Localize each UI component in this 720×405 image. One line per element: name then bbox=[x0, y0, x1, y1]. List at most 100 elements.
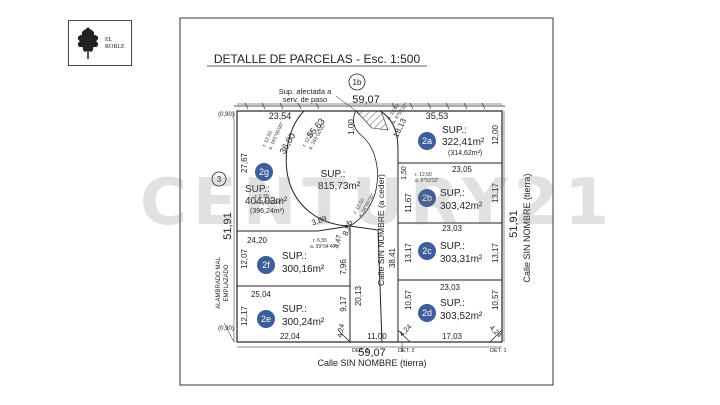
dim-right-total: 51,91 bbox=[508, 210, 520, 238]
lot-sup-label: SUP.: bbox=[245, 184, 270, 195]
dim-bottom-total: 59,07 bbox=[358, 347, 386, 359]
lot-id: 2e bbox=[261, 314, 271, 324]
dim-2504: 25,04 bbox=[251, 290, 272, 299]
street-right: Calle SIN NOMBRE (tierra) bbox=[522, 173, 532, 282]
dim-2305: 23,05 bbox=[452, 165, 473, 174]
lot-2e: 2e SUP.: 300,24m² bbox=[257, 304, 325, 328]
lot-badge bbox=[257, 256, 275, 274]
dim-3553: 35,53 bbox=[426, 111, 449, 121]
dim-1317-b: 13,17 bbox=[404, 242, 413, 263]
curve-note-9: r. 6,55 bbox=[255, 194, 269, 200]
lot-area: 404,03m² bbox=[245, 196, 288, 207]
note-wire-1: ALAMBRADO MAL bbox=[216, 257, 222, 309]
dim-917: 9,17 bbox=[339, 296, 348, 312]
lot-badge bbox=[418, 132, 436, 150]
dim-150: 1,50 bbox=[401, 166, 408, 180]
neighbor-label-top: 1b bbox=[353, 78, 362, 87]
dim-1207: 12,07 bbox=[240, 248, 249, 269]
lot-id: 2f bbox=[262, 260, 270, 270]
dim-796: 7,96 bbox=[339, 259, 348, 275]
detail-2: DET. 2 bbox=[398, 348, 415, 354]
logo-text: EL ROBLE bbox=[105, 37, 125, 50]
dim-2354: 23,54 bbox=[269, 111, 292, 121]
dim-2420: 24,20 bbox=[247, 236, 268, 245]
lot-area: 303,31m² bbox=[440, 254, 483, 265]
detail-1: DET. 1 bbox=[490, 348, 507, 354]
chamfer-det1 bbox=[489, 329, 503, 343]
dim-100: 1,00 bbox=[347, 119, 356, 135]
dim-090-bottom: (0,90) bbox=[218, 326, 234, 332]
dim-1200: 12,00 bbox=[491, 124, 500, 145]
dim-424-b: 4,24 bbox=[399, 324, 414, 339]
dim-1057-b: 10,57 bbox=[491, 289, 500, 310]
curve-note-11: r. 6,55 bbox=[313, 238, 327, 244]
lot-2a: 2a SUP.: 322,41m² (314,62m²) bbox=[418, 125, 485, 157]
sheet-frame bbox=[179, 17, 554, 386]
street-inner: Calle SIN NOMBRE (a ceder) bbox=[376, 174, 386, 286]
lot-sup-label: SUP.: bbox=[440, 241, 465, 252]
plan-title: DETALLE DE PARCELAS - Esc. 1:500 bbox=[214, 52, 421, 66]
affected-area-hatch bbox=[355, 110, 389, 131]
lot-badge bbox=[255, 163, 273, 181]
neighbor-circle-top bbox=[348, 73, 366, 91]
dim-2303: 23,03 bbox=[442, 224, 463, 233]
lot-sup-label: SUP.: bbox=[442, 125, 467, 136]
chamfer-det2 bbox=[397, 329, 411, 343]
dim-1217: 12,17 bbox=[240, 305, 249, 326]
lot-2f: 2f SUP.: 300,16m² bbox=[257, 251, 325, 275]
dim-1317-c: 13,17 bbox=[491, 242, 500, 263]
dim-1167: 11,67 bbox=[404, 193, 413, 213]
lot-badge bbox=[418, 304, 436, 322]
wire-misplaced-line bbox=[223, 322, 235, 343]
curve-note-8: a. 6°53'32" bbox=[415, 178, 439, 184]
lot-2g: 2g SUP.: 404,03m² (396,24m²) bbox=[245, 163, 288, 215]
dim-3600: 36,00 bbox=[277, 131, 297, 156]
lot-sup-label: SUP.: bbox=[440, 188, 465, 199]
lot-id: 2g bbox=[259, 167, 269, 177]
oak-leaf-icon bbox=[77, 27, 99, 59]
dim-left-total: 51,91 bbox=[222, 212, 234, 240]
curve-note-10: a. 34°05'24" bbox=[255, 200, 282, 206]
central-curve-inner bbox=[349, 110, 378, 227]
dim-2767: 27,67 bbox=[240, 152, 249, 173]
dim-2303-b: 23,03 bbox=[440, 283, 461, 292]
note-affected-1: Sup. afectada a bbox=[279, 87, 332, 96]
logo-box: EL ROBLE bbox=[68, 20, 132, 66]
lot-2c: 2c SUP.: 303,31m² bbox=[418, 241, 483, 265]
lot-badge bbox=[418, 242, 436, 260]
curve-note-12: a. 39°04'46" bbox=[310, 244, 337, 250]
dim-1703: 17,03 bbox=[442, 332, 463, 341]
dim-1317-a: 13,17 bbox=[491, 182, 500, 203]
dim-1100: 11,00 bbox=[367, 332, 387, 341]
lot-area: 322,41m² bbox=[442, 137, 485, 148]
lot-sup-label: SUP.: bbox=[282, 251, 307, 262]
dim-2013: 20,13 bbox=[354, 285, 363, 306]
lot-area-secondary: (396,24m²) bbox=[250, 208, 284, 215]
lot-area: 303,42m² bbox=[440, 201, 483, 212]
neighbor-circle-left bbox=[211, 171, 227, 187]
dim-top-total: 59,07 bbox=[352, 94, 380, 106]
central-area-label: SUP.: bbox=[321, 169, 346, 180]
note-wire-2: EMPLAZADO bbox=[224, 264, 230, 301]
detail-3: DET. 3 bbox=[352, 348, 369, 354]
dim-3841: 38,41 bbox=[388, 247, 397, 268]
lot-id: 2b bbox=[422, 193, 432, 203]
lot-2b: 2b SUP.: 303,42m² bbox=[418, 188, 483, 212]
lot-area-secondary: (314,62m²) bbox=[448, 150, 482, 157]
neighbor-label-left: 3 bbox=[217, 175, 222, 184]
lot-id: 2a bbox=[422, 136, 432, 146]
lot-badge bbox=[418, 189, 436, 207]
central-area-value: 815,73m² bbox=[318, 181, 361, 192]
dim-1057-a: 10,57 bbox=[404, 289, 413, 310]
dim-2204: 22,04 bbox=[280, 332, 301, 341]
lot-badge bbox=[257, 310, 275, 328]
dim-090-top: (0,90) bbox=[218, 112, 234, 118]
lot-id: 2c bbox=[422, 246, 432, 256]
note-affected-2: serv. de paso bbox=[283, 95, 327, 104]
lot-area: 300,24m² bbox=[282, 317, 325, 328]
lot-sup-label: SUP.: bbox=[282, 304, 307, 315]
chamfer-det3 bbox=[337, 329, 351, 343]
dim-886: 8,86 bbox=[341, 219, 355, 237]
